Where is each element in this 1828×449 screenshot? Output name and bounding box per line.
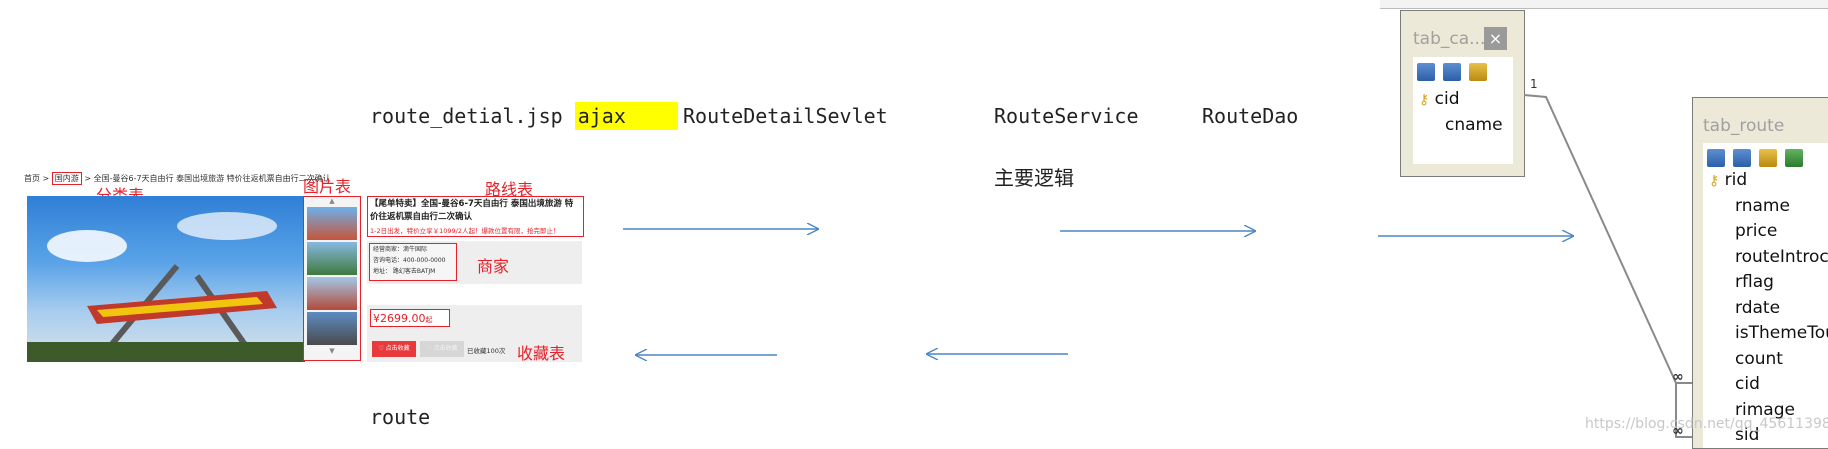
- seller-phone: 咨询电话：400-000-0000: [373, 257, 446, 264]
- label-seller-table: 商家: [477, 257, 510, 276]
- ajax-label: ajax: [574, 102, 678, 130]
- label-favorite-table: 收藏表: [517, 344, 566, 363]
- category-table-title: tab_ca...: [1413, 29, 1486, 49]
- seller-box: 经营商家：滴牛国际 咨询电话：400-000-0000 地址： 路幻客去BATJ…: [369, 243, 457, 281]
- thumbnail[interactable]: [307, 312, 357, 345]
- return-object-label: route: [370, 405, 431, 429]
- logic-note: 主要逻辑: [994, 166, 1074, 190]
- seller-address: 地址： 路幻客去BATJM: [373, 268, 436, 275]
- field-rflag[interactable]: rflag: [1735, 272, 1774, 292]
- route-table-window[interactable]: tab_route ⚷ rid rname price routeIntroc …: [1692, 97, 1828, 449]
- thumbnail[interactable]: [307, 242, 357, 275]
- field-rid[interactable]: rid: [1724, 170, 1748, 190]
- watermark: https://blog.csdn.net/qq_45611398: [1585, 416, 1828, 432]
- key-tool-icon[interactable]: [1469, 63, 1487, 81]
- primary-key-icon: ⚷: [1709, 173, 1720, 189]
- primary-key-icon: ⚷: [1419, 92, 1430, 108]
- heart-icon: ♡: [426, 345, 432, 352]
- route-table-title: tab_route: [1703, 116, 1785, 136]
- field-rimage[interactable]: rimage: [1735, 399, 1795, 420]
- field-sid[interactable]: sid: [1735, 425, 1760, 445]
- breadcrumb-title: 全国-曼谷6-7天自由行 泰国出境旅游 特价往返机票自由行二次确认: [93, 174, 331, 183]
- favorite-button[interactable]: ♡ 点击收藏: [372, 341, 416, 357]
- dao-label: RouteDao: [1202, 104, 1299, 128]
- field-price[interactable]: price: [1735, 221, 1778, 241]
- route-promo: 1-2日出发，特价立享￥1099/2人起！爆款位置有限，抢完即止！: [370, 227, 560, 235]
- heart-icon: ♡: [378, 345, 384, 352]
- jsp-label: route_detial.jsp: [370, 104, 563, 128]
- key-tool-icon[interactable]: [1759, 149, 1777, 167]
- table-tool-icon[interactable]: [1707, 149, 1725, 167]
- favorite-button-disabled: ♡ 点击收藏: [420, 341, 464, 357]
- breadcrumb: 首页 > 国内游 > 全国-曼谷6-7天自由行 泰国出境旅游 特价往返机票自由行…: [24, 172, 331, 185]
- category-table-window[interactable]: tab_ca... × ⚷ cid cname: [1400, 10, 1525, 177]
- favorite-count: 已收藏100次: [467, 347, 506, 355]
- relation-many-label: ∞: [1672, 369, 1684, 385]
- field-rdate[interactable]: rdate: [1735, 297, 1781, 318]
- breadcrumb-category[interactable]: 国内游: [51, 172, 82, 185]
- image-thumbnails: ▲ ▼: [303, 196, 361, 361]
- field-rname[interactable]: rname: [1735, 195, 1790, 216]
- top-edge-bar: [1380, 0, 1828, 9]
- route-table-body: ⚷ rid rname price routeIntroc rflag rdat…: [1703, 143, 1828, 448]
- route-info-box: 【尾单特卖】全国-曼谷6-7天自由行 泰国出境旅游 特价往返机票自由行二次确认 …: [367, 196, 584, 237]
- thumb-down-icon[interactable]: ▼: [329, 347, 335, 355]
- field-cid[interactable]: cid: [1735, 374, 1760, 394]
- thumbnail[interactable]: [307, 207, 357, 240]
- field-cid[interactable]: cid: [1434, 89, 1460, 109]
- main-photo: [27, 196, 305, 362]
- price-suffix: 起: [425, 316, 433, 324]
- thumbnail[interactable]: [307, 277, 357, 310]
- table-tool-icon[interactable]: [1417, 63, 1435, 81]
- table-tool-icon[interactable]: [1733, 149, 1751, 167]
- relation-one-label: 1: [1530, 77, 1538, 91]
- service-label: RouteService: [994, 104, 1139, 128]
- label-route-table: 路线表: [485, 180, 534, 199]
- thumb-up-icon[interactable]: ▲: [329, 197, 335, 205]
- seller-name: 经营商家：滴牛国际: [373, 246, 428, 253]
- table-tool-icon[interactable]: [1443, 63, 1461, 81]
- table-tool-icon[interactable]: [1785, 149, 1803, 167]
- field-cname[interactable]: cname: [1445, 114, 1503, 135]
- field-count[interactable]: count: [1735, 348, 1783, 369]
- route-title: 【尾单特卖】全国-曼谷6-7天自由行 泰国出境旅游 特价往返机票自由行二次确认: [370, 199, 574, 222]
- servlet-label: RouteDetailSevlet: [683, 104, 888, 128]
- price-value: ¥2699.00: [373, 312, 426, 325]
- field-is-theme-tour[interactable]: isThemeTou: [1735, 323, 1828, 343]
- price-box: ¥2699.00起: [370, 309, 450, 327]
- breadcrumb-home[interactable]: 首页: [24, 174, 40, 183]
- label-image-table: 图片表: [303, 177, 352, 196]
- field-route-introduce[interactable]: routeIntroc: [1735, 246, 1828, 267]
- category-table-body: ⚷ cid cname: [1413, 57, 1513, 164]
- close-icon[interactable]: ×: [1484, 27, 1507, 50]
- relation-many-label-2: ∞: [1672, 423, 1684, 439]
